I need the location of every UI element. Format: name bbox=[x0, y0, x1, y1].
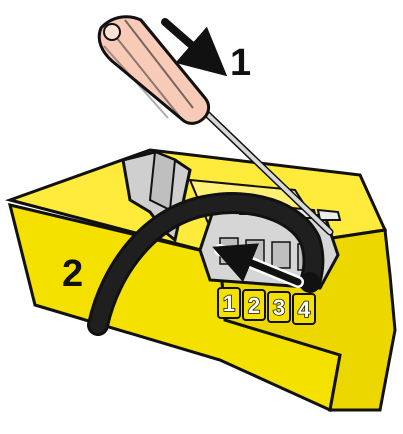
terminal-label-4: 4 bbox=[298, 297, 311, 322]
housing-gray-shield-side bbox=[150, 152, 175, 210]
terminal-label-3: 3 bbox=[273, 295, 285, 320]
step-1-label: 1 bbox=[230, 42, 251, 84]
terminal-label-1: 1 bbox=[223, 291, 235, 316]
step-2-label: 2 bbox=[62, 253, 83, 295]
screwdriver-handle bbox=[99, 17, 208, 124]
terminal-label-2: 2 bbox=[248, 293, 260, 318]
